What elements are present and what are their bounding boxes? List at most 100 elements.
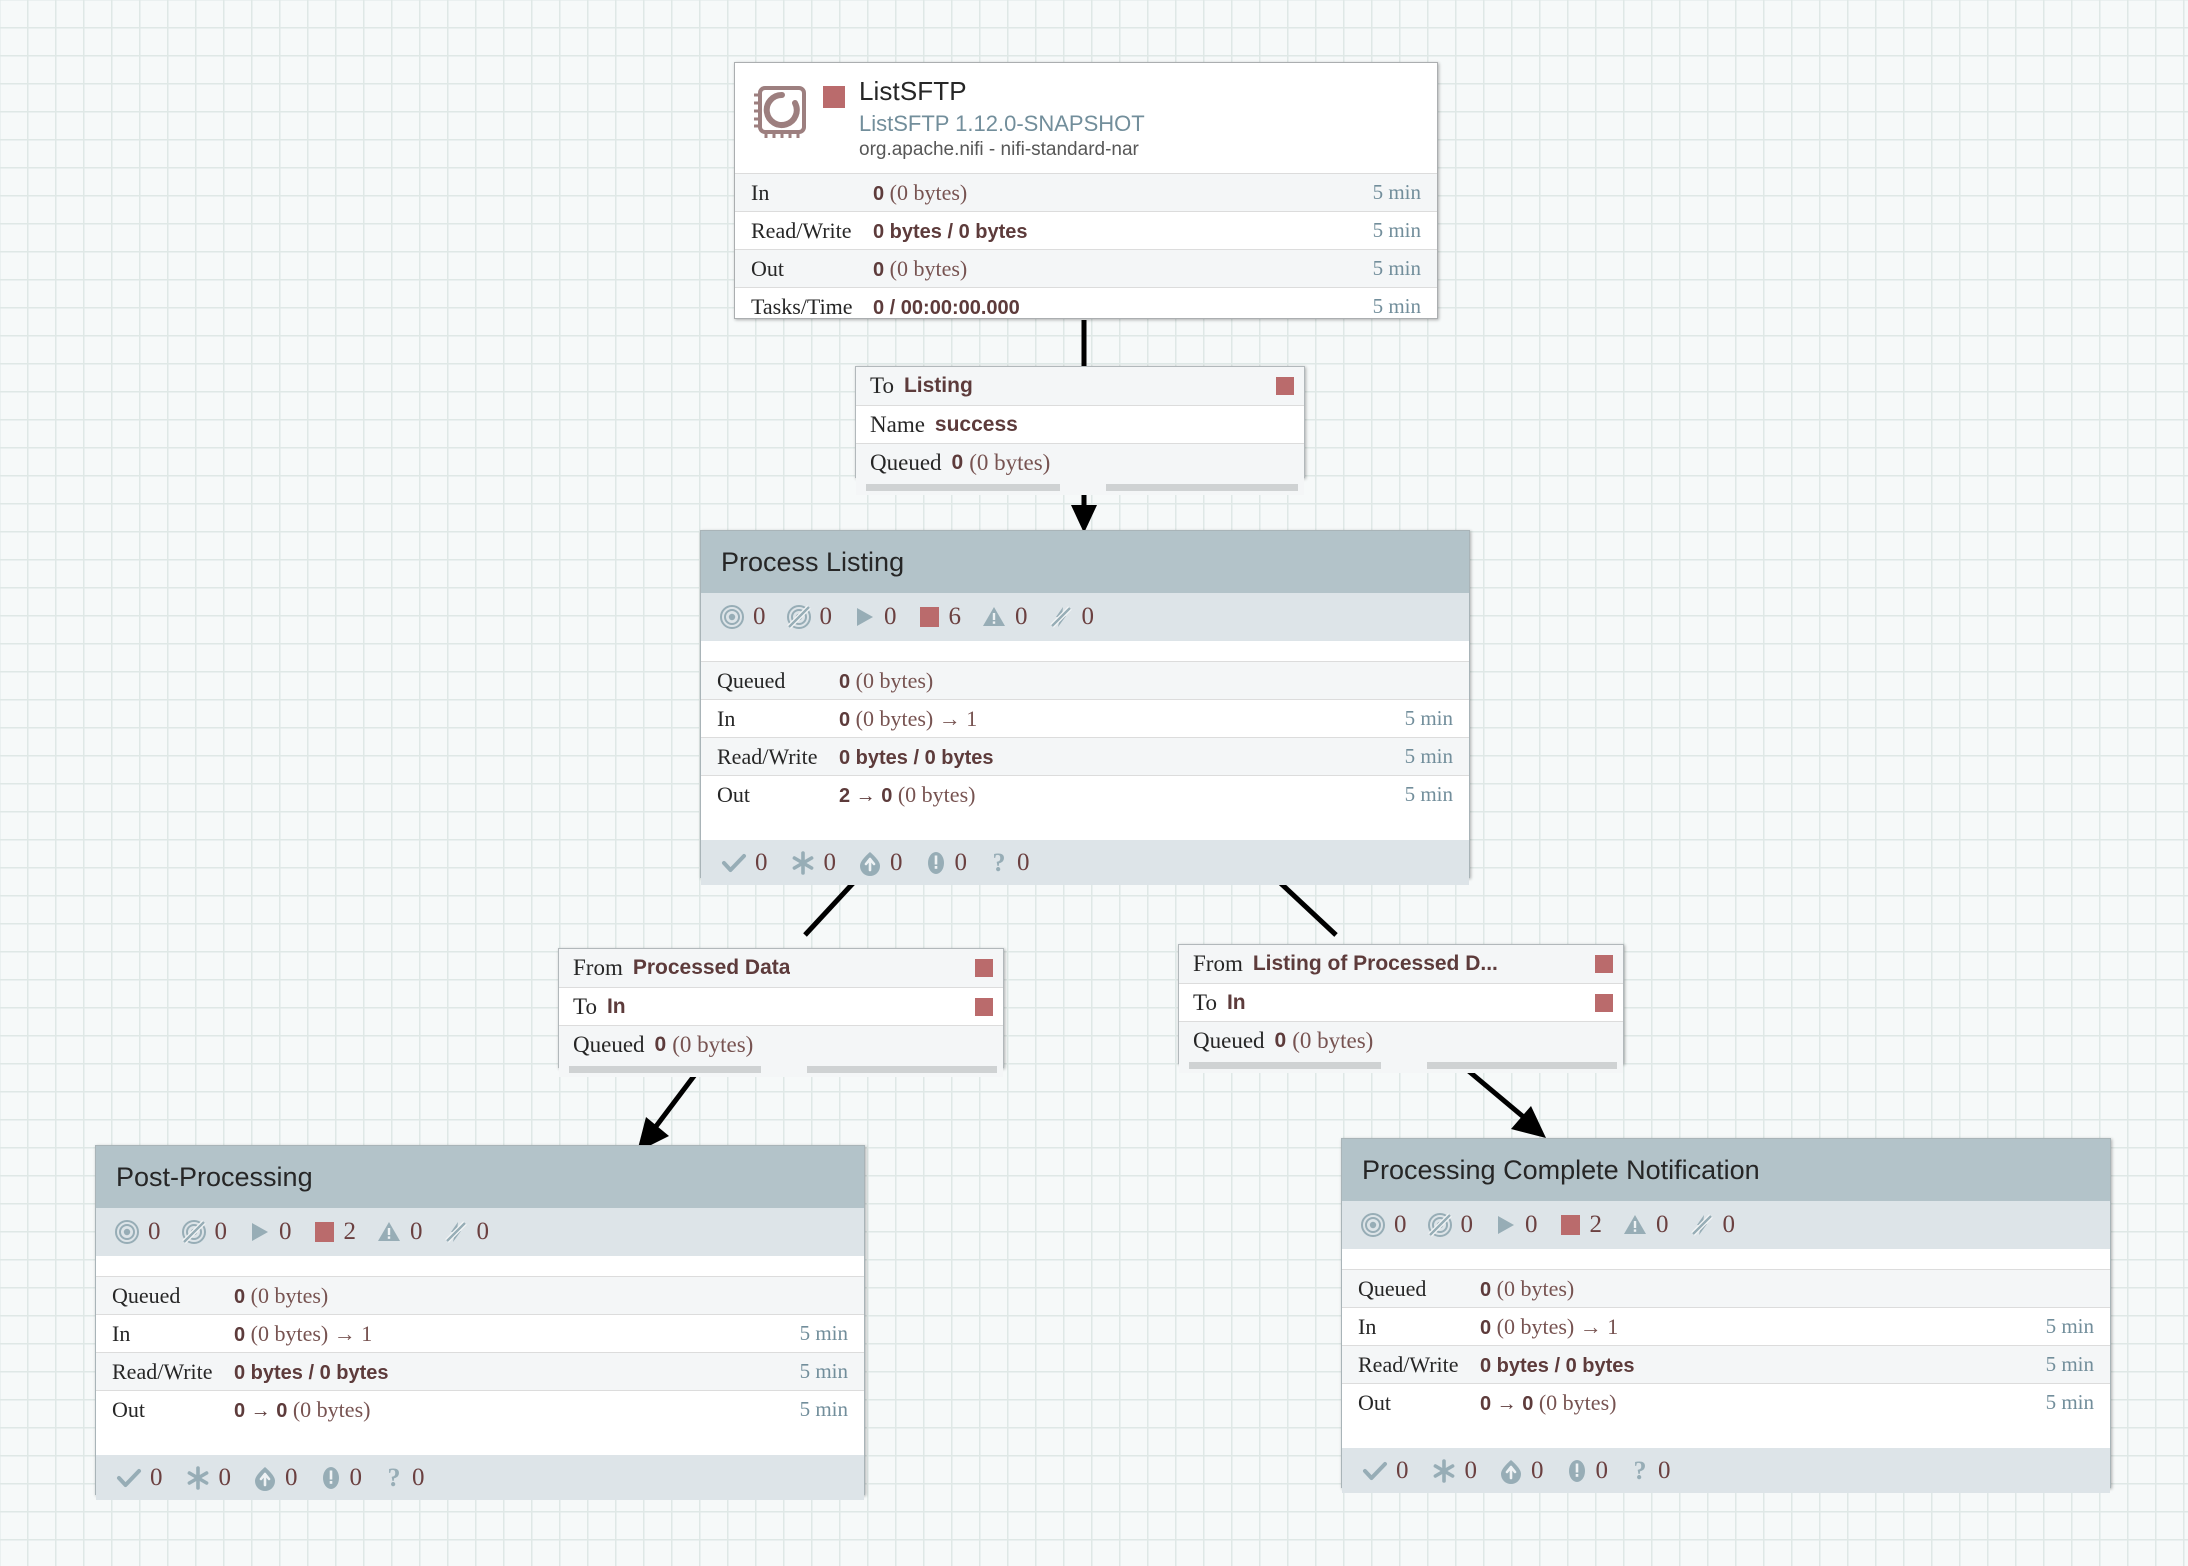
connection-row-value: Processed Data	[632, 956, 791, 979]
footer-up-to-date[interactable]: 0	[1499, 1457, 1544, 1485]
footer-locally-modified[interactable]: 0	[320, 1464, 362, 1492]
count-invalid[interactable]: 0	[981, 603, 1028, 631]
count-not-transmitting[interactable]: 0	[181, 1218, 227, 1246]
footer-sync-failure[interactable]: ?0	[989, 848, 1030, 877]
transmitting-icon	[1360, 1212, 1386, 1238]
stat-value: 0 → 0 (0 bytes)	[1480, 1389, 1617, 1415]
processor-type-version: ListSFTP 1.12.0-SNAPSHOT	[859, 110, 1145, 136]
footer-active-threads[interactable]: 0	[116, 1464, 163, 1492]
stat-label: Read/Write	[717, 743, 818, 769]
footer-terminated-threads[interactable]: 0	[185, 1464, 231, 1492]
terminated-threads-icon	[790, 850, 816, 876]
stat-label: In	[751, 179, 770, 205]
footer-terminated-threads[interactable]: 0	[1431, 1457, 1477, 1485]
count-disabled[interactable]: 0	[1048, 603, 1094, 631]
footer-active-threads[interactable]: 0	[1362, 1457, 1409, 1485]
count-transmitting[interactable]: 0	[719, 603, 766, 631]
not-transmitting-icon	[1427, 1212, 1453, 1238]
count-running[interactable]: 0	[1493, 1211, 1538, 1239]
group-header: Post-Processing	[96, 1146, 864, 1208]
count-value: 0	[1394, 1211, 1407, 1238]
stat-value: 0 (0 bytes) → 1	[1480, 1313, 1619, 1339]
stat-timeframe: 5 min	[2045, 1352, 2094, 1376]
connection-row-key: From	[1193, 951, 1243, 976]
stat-label: Queued	[112, 1282, 181, 1308]
count-transmitting[interactable]: 0	[114, 1218, 161, 1246]
count-not-transmitting[interactable]: 0	[786, 603, 833, 631]
sync-failure-icon: ?	[384, 1463, 404, 1492]
count-value: 0	[819, 603, 833, 630]
stat-value: 0 (0 bytes)	[234, 1282, 329, 1308]
group-header: Processing Complete Notification	[1342, 1139, 2110, 1201]
count-invalid[interactable]: 0	[1622, 1211, 1669, 1239]
count-disabled[interactable]: 0	[1689, 1211, 1735, 1239]
stat-value: 0 (0 bytes) → 1	[839, 705, 978, 731]
not-transmitting-icon	[786, 604, 812, 630]
queued-label: Queued	[870, 449, 942, 475]
sync-failure-icon: ?	[1630, 1456, 1650, 1485]
count-value: 2	[343, 1218, 357, 1245]
stat-timeframe: 5 min	[2045, 1390, 2094, 1414]
stat-label: Queued	[1358, 1275, 1427, 1301]
footer-sync-failure[interactable]: ?0	[384, 1463, 425, 1492]
footer-terminated-threads[interactable]: 0	[790, 849, 836, 877]
stat-label: In	[717, 705, 736, 731]
queued-count: 0	[951, 450, 964, 474]
count-stopped[interactable]: 2	[1558, 1211, 1602, 1239]
connection-queued-row: Queued 0 (0 bytes)	[856, 443, 1304, 481]
stat-timeframe: 5 min	[1372, 218, 1421, 242]
count-disabled[interactable]: 0	[443, 1218, 489, 1246]
group-title: Post-Processing	[116, 1161, 313, 1192]
count-stopped[interactable]: 6	[917, 603, 961, 631]
count-invalid[interactable]: 0	[376, 1218, 423, 1246]
processor-listsftp[interactable]: ListSFTP ListSFTP 1.12.0-SNAPSHOT org.ap…	[734, 62, 1438, 319]
stat-label: Tasks/Time	[751, 293, 853, 319]
group-spacer	[1342, 1421, 2110, 1448]
count-running[interactable]: 0	[852, 603, 897, 631]
footer-up-to-date[interactable]: 0	[253, 1464, 298, 1492]
count-value: 0	[279, 1218, 292, 1245]
count-running[interactable]: 0	[247, 1218, 292, 1246]
disabled-icon	[443, 1219, 469, 1245]
stat-label: Read/Write	[112, 1358, 213, 1384]
footer-active-threads[interactable]: 0	[721, 849, 768, 877]
running-icon	[1493, 1212, 1517, 1238]
queued-bytes: (0 bytes)	[672, 1031, 754, 1057]
footer-locally-modified[interactable]: 0	[1566, 1457, 1608, 1485]
group-gap	[701, 641, 1469, 661]
processor-bundle: org.apache.nifi - nifi-standard-nar	[859, 139, 1139, 161]
count-not-transmitting[interactable]: 0	[1427, 1211, 1473, 1239]
locally-modified-icon	[320, 1465, 342, 1491]
count-transmitting[interactable]: 0	[1360, 1211, 1407, 1239]
transmitting-icon	[114, 1219, 140, 1245]
svg-text:?: ?	[993, 850, 1006, 876]
footer-sync-failure[interactable]: ?0	[1630, 1456, 1671, 1485]
footer-up-to-date[interactable]: 0	[858, 849, 903, 877]
footer-value: 0	[1658, 1456, 1671, 1484]
connection-row-value: In	[1226, 990, 1246, 1014]
count-stopped[interactable]: 2	[312, 1218, 357, 1246]
count-value: 0	[148, 1218, 161, 1245]
stopped-icon	[917, 604, 941, 630]
footer-locally-modified[interactable]: 0	[925, 849, 967, 877]
